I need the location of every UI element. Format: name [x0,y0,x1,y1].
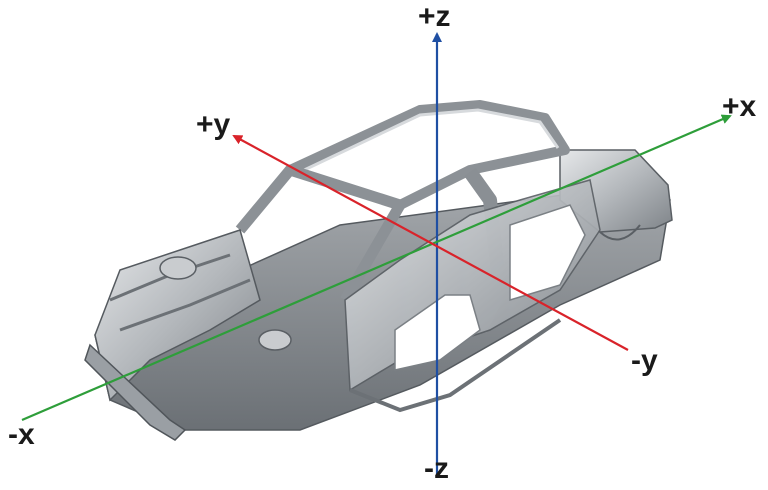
x-axis-line [21,114,732,422]
axis-label-plus-x: +x [722,90,757,123]
y-axis [232,135,629,351]
car-roof-frame [285,100,570,210]
axis-label-plus-y: +y [196,108,231,141]
axis-label-plus-z: +z [418,0,451,33]
car-a-pillar [235,164,406,303]
axis-label-minus-x: -x [8,418,35,451]
axis-label-minus-z: -z [424,452,449,485]
y-axis-line [232,135,629,351]
car-bumper-beam [84,343,187,441]
axis-label-minus-y: -y [631,344,658,377]
x-axis [21,114,732,422]
car-body-frame [84,100,673,441]
